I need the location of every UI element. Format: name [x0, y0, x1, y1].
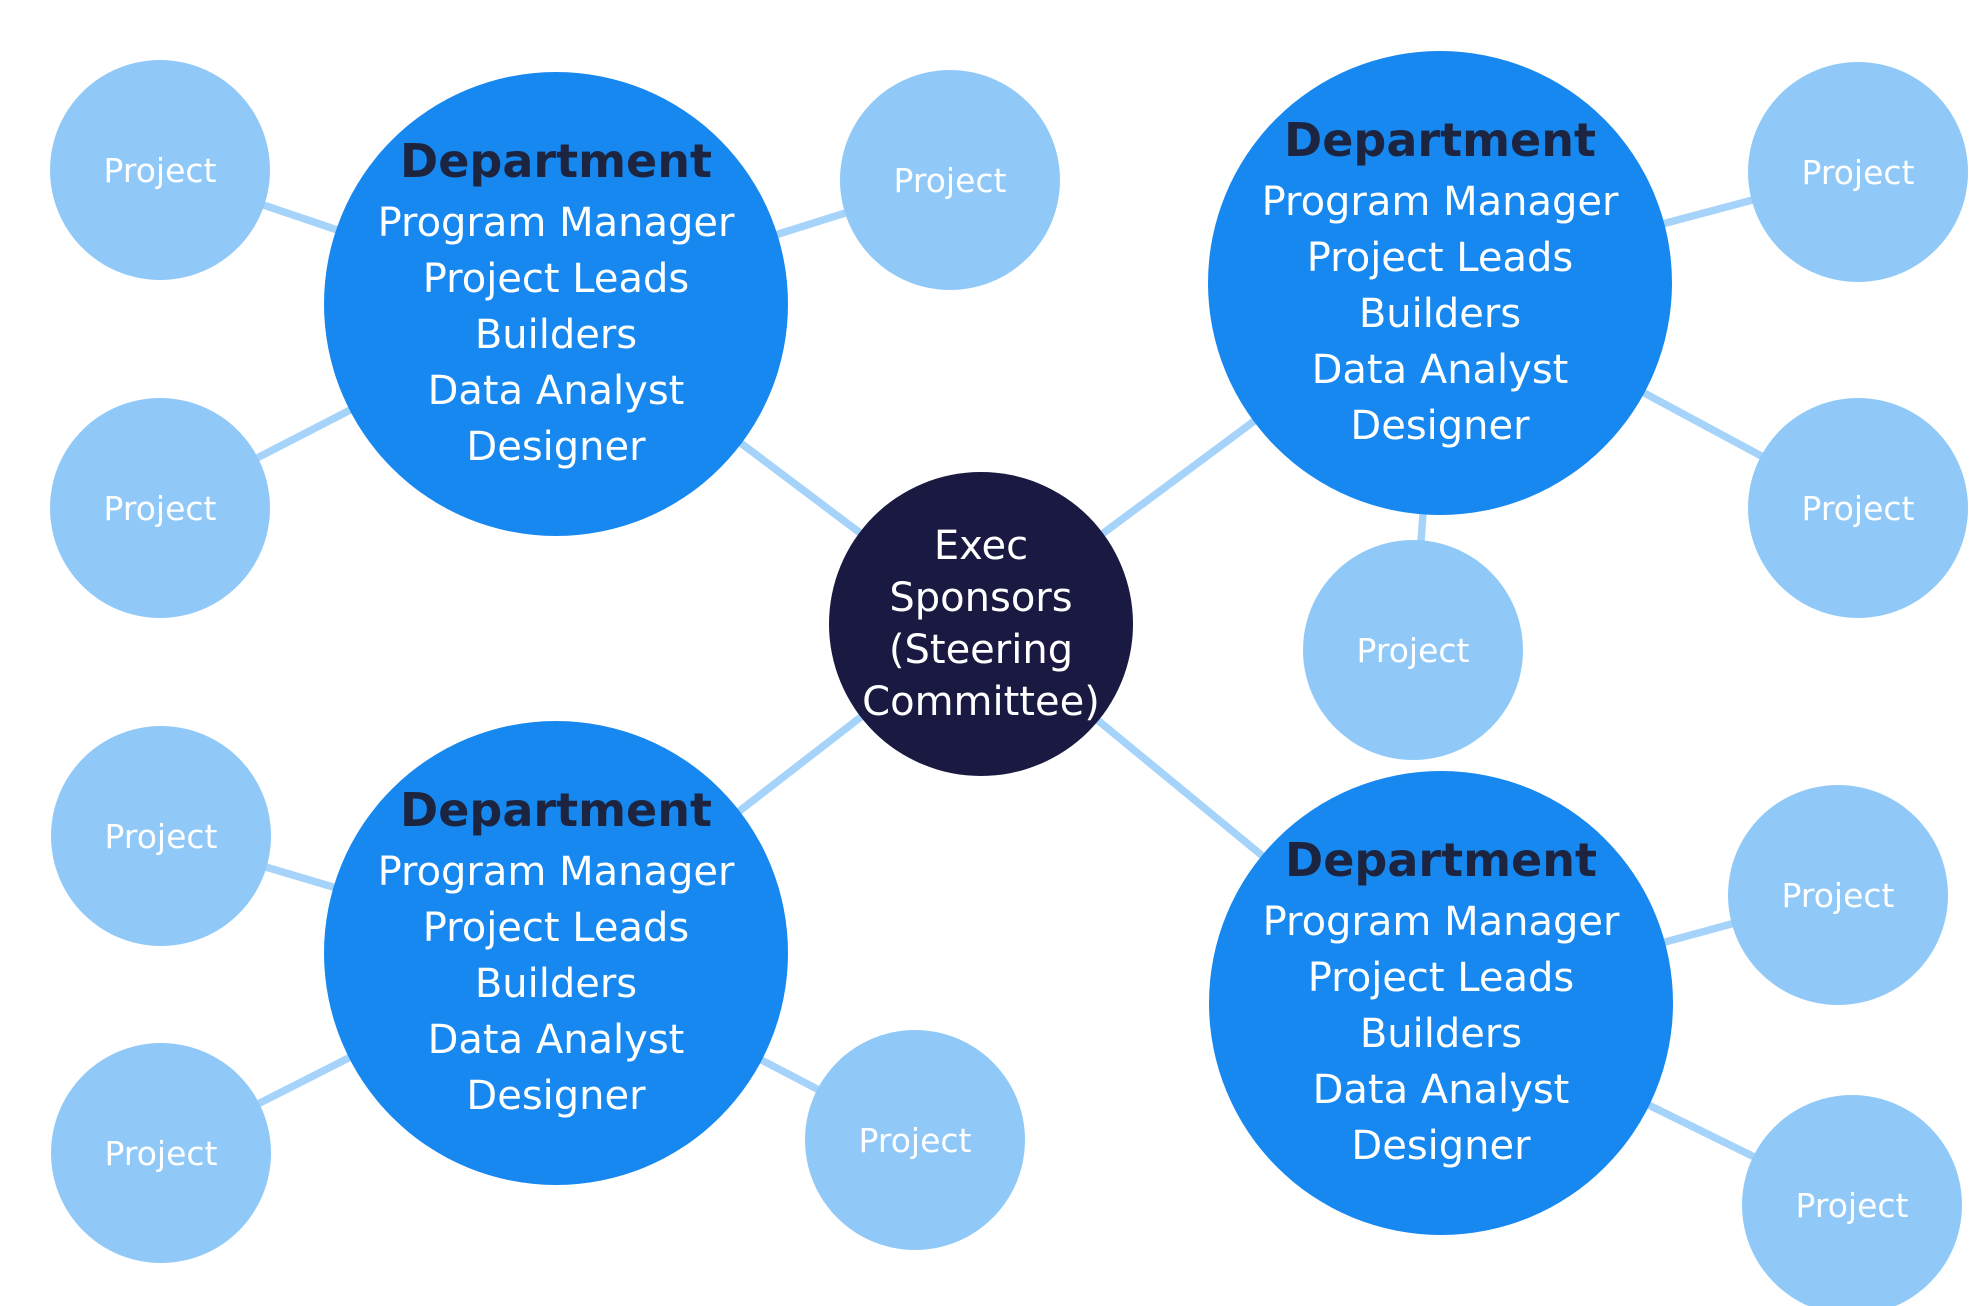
project-label: Project — [1801, 488, 1915, 528]
department-role: Designer — [466, 423, 646, 470]
department-role: Builders — [474, 960, 638, 1007]
department-roles: Program Manager Project Leads Builders D… — [1262, 174, 1619, 454]
department-role: Builders — [1358, 290, 1522, 337]
project-circle: Project — [51, 1043, 271, 1263]
project-label: Project — [1801, 152, 1915, 192]
department-role: Project Leads — [1307, 954, 1575, 1001]
department-role: Program Manager — [1261, 178, 1619, 225]
department-roles: Program Manager Project Leads Builders D… — [378, 195, 735, 475]
project-circle: Project — [840, 70, 1060, 290]
department-role: Builders — [474, 311, 638, 358]
department-role: Data Analyst — [427, 367, 685, 414]
department-role: Program Manager — [377, 199, 735, 246]
department-role: Designer — [1351, 1122, 1531, 1169]
department-title: Department — [400, 783, 712, 838]
project-label: Project — [103, 150, 217, 190]
exec-sponsors-circle: Exec Sponsors (Steering Committee) — [829, 472, 1133, 776]
project-circle: Project — [1748, 62, 1968, 282]
department-role: Project Leads — [1306, 234, 1574, 281]
project-circle: Project — [805, 1030, 1025, 1250]
project-label: Project — [1795, 1185, 1909, 1225]
project-circle: Project — [1303, 540, 1523, 760]
department-roles: Program Manager Project Leads Builders D… — [1263, 894, 1620, 1174]
department-role: Data Analyst — [1311, 346, 1569, 393]
project-circle: Project — [1742, 1095, 1962, 1306]
department-circle-bottom-right: Department Program Manager Project Leads… — [1209, 771, 1673, 1235]
department-title: Department — [400, 134, 712, 189]
department-role: Designer — [466, 1072, 646, 1119]
department-role: Data Analyst — [1312, 1066, 1570, 1113]
project-circle: Project — [50, 398, 270, 618]
department-role: Program Manager — [377, 848, 735, 895]
exec-sponsors-label-line: (Steering — [888, 627, 1074, 673]
project-circle: Project — [1748, 398, 1968, 618]
exec-sponsors-label-line: Exec — [933, 523, 1029, 569]
project-circle: Project — [51, 726, 271, 946]
project-label: Project — [104, 816, 218, 856]
exec-sponsors-label-line: Sponsors — [889, 575, 1073, 621]
project-circle: Project — [50, 60, 270, 280]
department-circle-top-left: Department Program Manager Project Leads… — [324, 72, 788, 536]
project-label: Project — [858, 1120, 972, 1160]
project-circle: Project — [1728, 785, 1948, 1005]
department-role: Program Manager — [1262, 898, 1620, 945]
project-label: Project — [103, 488, 217, 528]
project-label: Project — [893, 160, 1007, 200]
department-role: Builders — [1359, 1010, 1523, 1057]
department-title: Department — [1284, 113, 1596, 168]
department-circle-bottom-left: Department Program Manager Project Leads… — [324, 721, 788, 1185]
department-role: Project Leads — [422, 904, 690, 951]
department-roles: Program Manager Project Leads Builders D… — [378, 844, 735, 1124]
department-title: Department — [1285, 833, 1597, 888]
exec-sponsors-label-line: Committee) — [862, 679, 1100, 725]
department-role: Project Leads — [422, 255, 690, 302]
project-label: Project — [1781, 875, 1895, 915]
project-label: Project — [1356, 630, 1470, 670]
department-role: Data Analyst — [427, 1016, 685, 1063]
department-role: Designer — [1350, 402, 1530, 449]
department-circle-top-right: Department Program Manager Project Leads… — [1208, 51, 1672, 515]
project-label: Project — [104, 1133, 218, 1173]
